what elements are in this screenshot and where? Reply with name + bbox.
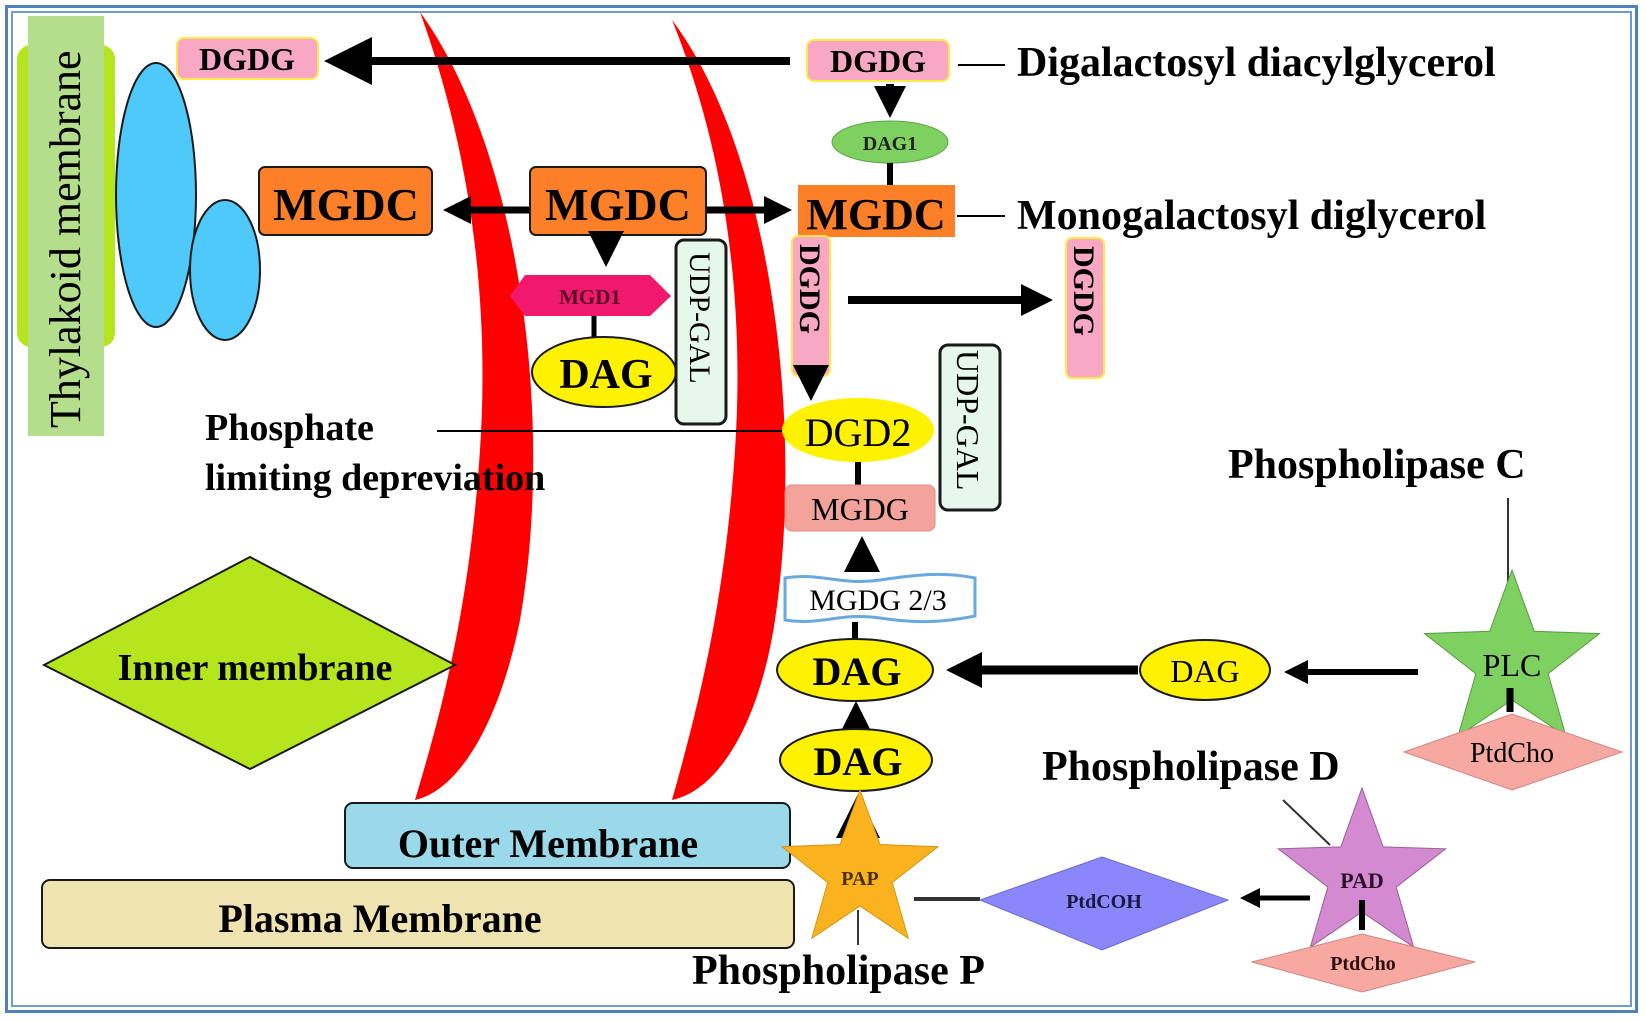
mgdc-right-box [798, 185, 955, 237]
ptdcoh-label: PtdCOH [1066, 891, 1142, 913]
thylakoid-protein-large [115, 62, 197, 328]
phospholipase-d-label: Phospholipase D [1042, 744, 1340, 790]
dgdg-vertical-right-box [1065, 237, 1105, 379]
phosphate-label-line2: limiting depreviation [205, 457, 545, 499]
dgdg-topcenter-label: DGDG [830, 43, 926, 79]
udp-gal-2-box [938, 343, 1002, 512]
inner-frame-border [11, 11, 1632, 1007]
phospholipase-d-leader-line [1282, 799, 1331, 846]
dgdg-vertical-left-label: DGDG [793, 244, 826, 334]
dgdg-vertical-right-label: DGDG [1067, 246, 1100, 336]
mgdg23-label: MGDG 2/3 [809, 584, 947, 617]
thylakoid-protein-small [189, 199, 261, 341]
inner-membrane-diamond [41, 555, 458, 771]
dgd2-ellipse [782, 398, 934, 462]
ptdcho-bottom-label: PtdCho [1330, 953, 1396, 975]
ptdcoh-diamond [978, 856, 1230, 951]
phosphate-label-line1: Phosphate [205, 407, 374, 449]
dag-small-right-ellipse [1139, 639, 1271, 701]
mgd1-hexagon [510, 275, 671, 316]
dgd2-label: DGD2 [805, 410, 912, 455]
mgd1-label: MGD1 [559, 285, 621, 309]
pap-star [780, 788, 940, 940]
dgdg-topleft-label: DGDG [199, 41, 295, 77]
dag-bottom-label: DAG [814, 739, 903, 784]
mgdc-left-label: MGDC [273, 179, 419, 230]
udp-gal-2-label: UDP-GAL [950, 350, 986, 490]
phospholipase-p-label: Phospholipase P [692, 948, 985, 994]
dgdg-topcenter-box [806, 39, 950, 82]
dag-inner-label: DAG [559, 352, 652, 398]
ptdcho-right-label: PtdCho [1470, 738, 1554, 769]
plc-label: PLC [1483, 647, 1542, 683]
mgdc-right-label: MGDC [806, 190, 945, 239]
dag-small-right-label: DAG [1170, 653, 1239, 689]
monogalactosyl-label: Monogalactosyl diglycerol [1017, 193, 1486, 239]
outer-membrane-box [344, 802, 791, 869]
dag-bottom-ellipse [779, 728, 933, 792]
pap-label: PAP [841, 868, 878, 890]
outer-membrane-label: Outer Membrane [398, 821, 698, 866]
dag1-label: DAG1 [863, 133, 917, 155]
inner-membrane-label: Inner membrane [118, 647, 393, 689]
udp-gal-1-box [674, 238, 728, 426]
plasma-membrane-label: Plasma Membrane [218, 896, 541, 941]
udp-gal-1-label: UDP-GAL [683, 252, 716, 384]
mgdg-box [784, 484, 936, 532]
pad-label: PAD [1340, 868, 1384, 893]
ptdcho-right-diamond [1402, 713, 1624, 791]
plasma-membrane-box [41, 879, 795, 949]
ptdcho-bottom-diamond [1250, 933, 1476, 993]
digalactosyl-label: Digalactosyl diacylglycerol [1017, 40, 1496, 86]
dag-middle-label: DAG [813, 649, 902, 694]
mgdg23-box [783, 572, 977, 624]
thylakoid-bar [28, 16, 104, 436]
mgdc-left-box [258, 166, 433, 236]
thylakoid-membrane-label: Thylakoid membrane [41, 50, 90, 428]
red-membrane-arc-2 [672, 20, 786, 800]
outer-frame-border [5, 5, 1638, 1013]
dgdg-topleft-box [176, 37, 319, 80]
mgdg-label: MGDG [811, 491, 909, 527]
mgdc-middle-label: MGDC [545, 179, 691, 230]
phospholipase-c-label: Phospholipase C [1228, 442, 1526, 488]
red-membrane-arc-1 [415, 12, 534, 800]
